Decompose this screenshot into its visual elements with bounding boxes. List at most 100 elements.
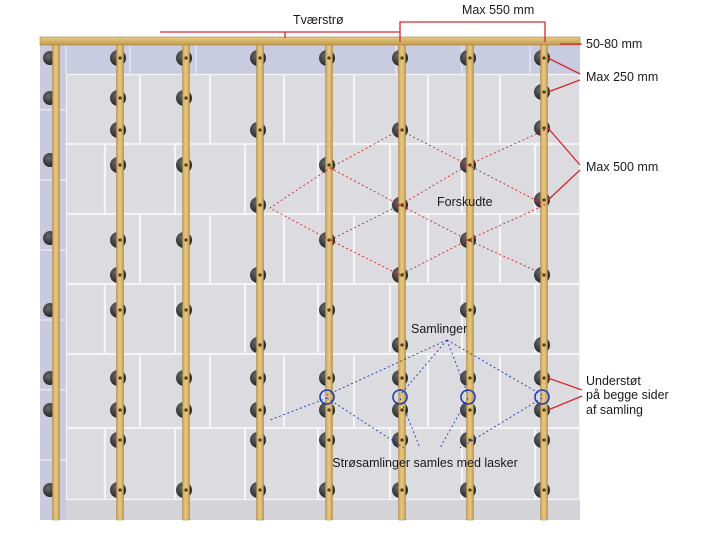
panel: [65, 213, 141, 285]
joint-leader-lines: [269, 339, 543, 449]
batten-screw-icon: [327, 408, 331, 412]
batten-screw-icon: [400, 203, 404, 207]
panel: [353, 73, 429, 145]
batten-screw-icon: [468, 438, 472, 442]
label-crossbatten: Tværstrø: [293, 13, 344, 27]
panel: [65, 143, 106, 215]
batten-screw-icon: [118, 408, 122, 412]
batten-screw-icon: [542, 273, 546, 277]
batten-screw-icon: [327, 376, 331, 380]
batten-screw-icon: [400, 56, 404, 60]
batten-screw-icon: [542, 376, 546, 380]
batten-screw-icon: [542, 56, 546, 60]
label-max-250: Max 250 mm: [586, 70, 659, 84]
batten-screw-icon: [542, 343, 546, 347]
batten-screw-icon: [327, 163, 331, 167]
batten-screw-icon: [327, 438, 331, 442]
label-support-line-2: på begge sider: [586, 388, 669, 403]
batten-screw-icon: [468, 308, 472, 312]
label-edge-distance: 50-80 mm: [586, 37, 643, 51]
batten-screw-icon: [542, 90, 546, 94]
batten-screw-icon: [258, 273, 262, 277]
batten-screw-icon: [400, 438, 404, 442]
cross-batten: [39, 36, 581, 46]
batten-screw-icon: [184, 56, 188, 60]
batten-screw-icon: [400, 273, 404, 277]
batten-screw-icon: [118, 238, 122, 242]
batten-screw-icon: [327, 308, 331, 312]
panel: [353, 353, 429, 429]
panel: [139, 73, 211, 145]
panel: [139, 353, 211, 429]
batten-screw-icon: [542, 198, 546, 202]
batten-screw-icon: [184, 163, 188, 167]
panel: [65, 353, 141, 429]
panel: [104, 143, 176, 215]
dimension-lines: [160, 21, 583, 411]
panel: [427, 73, 501, 145]
batten-screw-icon: [327, 56, 331, 60]
label-joints: Samlinger: [411, 322, 468, 336]
batten-screw-icon: [468, 56, 472, 60]
batten-screw-icon: [184, 308, 188, 312]
batten-screw-icon: [258, 376, 262, 380]
batten: [52, 37, 60, 521]
batten-screw-icon: [542, 488, 546, 492]
batten: [466, 37, 474, 521]
batten-screw-icon: [118, 96, 122, 100]
batten-screw-icon: [118, 273, 122, 277]
batten-screw-icon: [542, 438, 546, 442]
batten-screw-icon: [184, 488, 188, 492]
batten-screw-icon: [468, 488, 472, 492]
staggered-pattern-lines: [269, 129, 546, 276]
panel: [499, 213, 581, 285]
label-support-line-1: Understøt: [586, 374, 641, 388]
panel: [209, 353, 285, 429]
panel: [209, 73, 285, 145]
panel: [461, 143, 536, 215]
batten-screw-icon: [258, 203, 262, 207]
batten: [116, 37, 124, 521]
batten-screw-icon: [468, 376, 472, 380]
batten-screw-icon: [118, 56, 122, 60]
batten-screw-icon: [118, 128, 122, 132]
batten: [398, 37, 406, 521]
batten-screw-icon: [400, 408, 404, 412]
batten-screw-icon: [400, 343, 404, 347]
batten-screws: [118, 56, 546, 492]
joint-circles: [319, 389, 550, 405]
batten: [256, 37, 264, 521]
batten-screw-icon: [258, 56, 262, 60]
panel: [209, 213, 285, 285]
batten-screw-icon: [400, 488, 404, 492]
batten-screw-icon: [184, 408, 188, 412]
batten-screw-icon: [184, 238, 188, 242]
label-staggered: Forskudte: [437, 195, 493, 209]
batten-screw-icon: [327, 488, 331, 492]
batten-screw-icon: [118, 488, 122, 492]
batten-screw-icon: [542, 126, 546, 130]
batten-screw-icon: [118, 308, 122, 312]
batten-screw-icon: [258, 128, 262, 132]
panel: [65, 283, 106, 355]
label-max-550: Max 550 mm: [462, 3, 535, 17]
panel: [283, 73, 355, 145]
batten-screw-icon: [258, 438, 262, 442]
batten-screw-icon: [468, 408, 472, 412]
batten: [540, 37, 548, 521]
panel: [104, 283, 176, 355]
label-max-500: Max 500 mm: [586, 160, 659, 174]
batten-screw-icon: [184, 376, 188, 380]
batten-screw-icon: [258, 488, 262, 492]
panel: [353, 213, 429, 285]
batten-screw-icon: [258, 343, 262, 347]
batten-screw-icon: [118, 163, 122, 167]
panel: [283, 353, 355, 429]
batten: [182, 37, 190, 521]
panel: [139, 213, 211, 285]
batten: [325, 37, 333, 521]
batten-screw-icon: [400, 376, 404, 380]
panel: [283, 213, 355, 285]
batten-screw-icon: [118, 438, 122, 442]
label-batten-joints: Strøsamlinger samles med lasker: [332, 456, 518, 470]
